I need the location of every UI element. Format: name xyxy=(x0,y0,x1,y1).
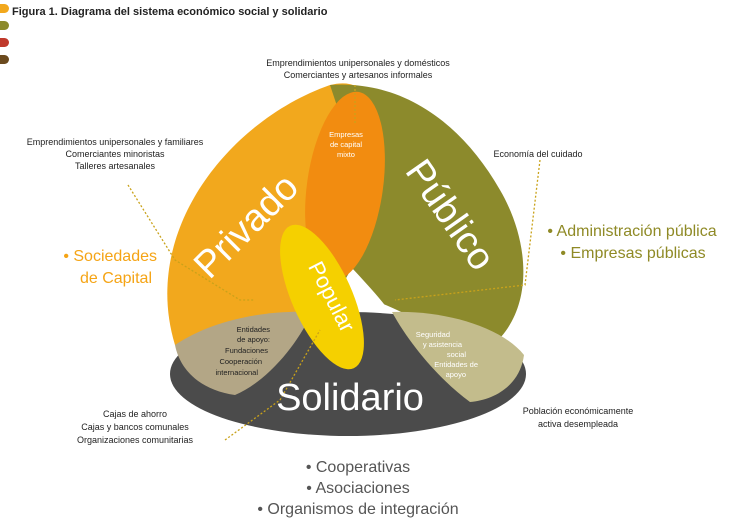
top-note-line-2: Comerciantes y artesanos informales xyxy=(284,70,433,80)
publico-item-2: • Empresas públicas xyxy=(560,245,705,262)
leader-right xyxy=(394,159,541,301)
apoyo-left-line-3: Fundaciones xyxy=(225,346,268,355)
figure-title: Figura 1. Diagrama del sistema económico… xyxy=(12,6,328,18)
popular-region xyxy=(280,224,364,370)
label-solidario: Solidario xyxy=(276,377,424,419)
apoyo-right-line-1: Seguridad xyxy=(416,330,450,339)
legend-dot-publico xyxy=(0,21,9,30)
bottom-left-note-line-1: Cajas de ahorro xyxy=(103,409,167,419)
top-note-line-1: Emprendimientos unipersonales y doméstic… xyxy=(266,58,450,68)
mixto-line-2: de capital xyxy=(330,140,362,149)
apoyo-right-region xyxy=(392,311,524,402)
bottom-right-note-line-1: Población económicamente xyxy=(523,406,634,416)
left-note-line-1: Emprendimientos unipersonales y familiar… xyxy=(27,137,204,147)
bottom-left-note-line-2: Cajas y bancos comunales xyxy=(81,422,189,432)
apoyo-right-line-5: apoyo xyxy=(446,370,466,379)
left-note-line-3: Talleres artesanales xyxy=(75,161,156,171)
apoyo-right-line-2: y asistencia xyxy=(423,340,463,349)
apoyo-left-line-5: internacional xyxy=(215,368,258,377)
apoyo-right-line-4: Entidades de xyxy=(434,360,478,369)
apoyo-left-region xyxy=(175,311,312,395)
apoyo-left-line-4: Cooperación xyxy=(219,357,262,366)
mixto-region xyxy=(305,91,385,281)
bottom-right-note-line-2: activa desempleada xyxy=(538,419,618,429)
mixto-line-1: Empresas xyxy=(329,130,363,139)
legend-dot-privado xyxy=(0,4,9,13)
solidario-item-3: • Organismos de integración xyxy=(257,501,458,518)
right-note: Economía del cuidado xyxy=(493,149,582,159)
apoyo-left-line-2: de apoyo: xyxy=(237,335,270,344)
leader-bottom-left xyxy=(224,329,321,441)
mixto-line-3: mixto xyxy=(337,150,355,159)
solidario-item-2: • Asociaciones xyxy=(306,480,409,497)
legend-dot-red xyxy=(0,38,9,47)
leader-left xyxy=(127,184,255,301)
bottom-left-note-line-3: Organizaciones comunitarias xyxy=(77,435,194,445)
left-note-line-2: Comerciantes minoristas xyxy=(65,149,165,159)
publico-item-1: • Administración pública xyxy=(547,223,716,240)
privado-item-1: • Sociedades xyxy=(63,248,157,265)
legend-dot-brown xyxy=(0,55,9,64)
apoyo-right-line-3: social xyxy=(447,350,467,359)
apoyo-left-line-1: Entidades xyxy=(237,325,271,334)
solidario-item-1: • Cooperativas xyxy=(306,459,410,476)
privado-item-2: de Capital xyxy=(80,270,152,287)
